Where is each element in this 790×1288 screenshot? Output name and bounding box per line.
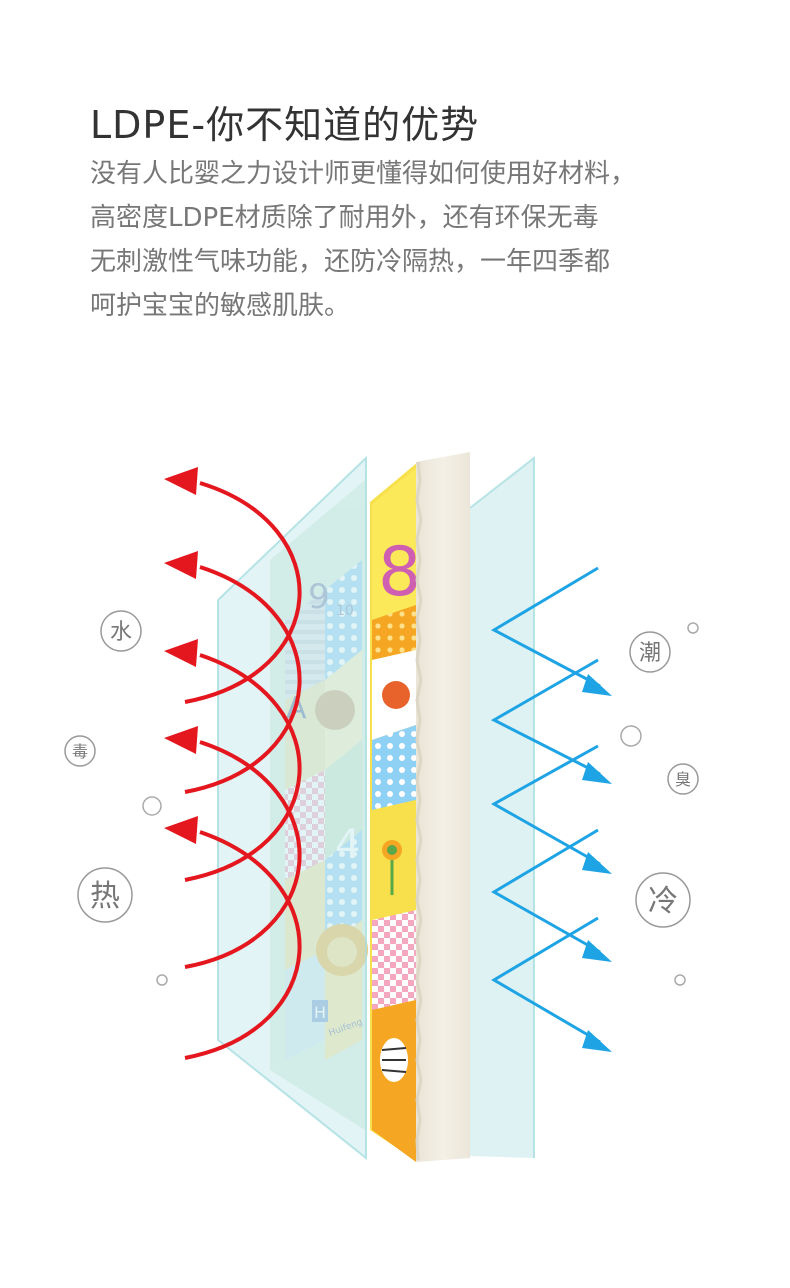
arrowhead — [164, 551, 198, 579]
arrowhead — [164, 467, 198, 495]
heat-arrow — [184, 565, 302, 794]
label-water: 水 — [100, 610, 142, 652]
arrowhead — [582, 674, 612, 696]
bubble — [687, 622, 699, 634]
heat-label: 热 — [90, 879, 120, 914]
bubble — [674, 974, 686, 986]
cold-arrow — [490, 744, 601, 866]
label-poison: 毒 — [64, 735, 96, 767]
page-title: LDPE-你不知道的优势 — [90, 103, 480, 147]
arrowhead — [582, 1030, 612, 1052]
poison-label: 毒 — [72, 742, 88, 761]
back-tile-number: 4 — [335, 822, 360, 868]
damp-label: 潮 — [639, 641, 661, 666]
bubble — [620, 725, 642, 747]
cold-arrow — [491, 916, 601, 1044]
label-damp: 潮 — [629, 631, 671, 673]
cold-arrow — [490, 658, 601, 776]
heat-arrow — [184, 481, 302, 704]
odor-label: 臭 — [675, 770, 691, 789]
back-tile-number: 10 — [336, 603, 354, 619]
label-cold: 冷 — [635, 872, 691, 928]
cold-arrowheads — [582, 674, 612, 1052]
arrowhead — [164, 816, 198, 844]
arrowhead — [582, 762, 612, 784]
bubble — [156, 974, 168, 986]
decorative-bubbles — [142, 622, 699, 986]
description-line: 高密度LDPE材质除了耐用外，还有环保无毒 — [90, 203, 599, 233]
back-tile-letter: H — [314, 1003, 326, 1022]
label-odor: 臭 — [667, 763, 699, 795]
bear-illustration — [315, 690, 355, 730]
bubble — [142, 796, 162, 816]
back-tile-number: 9 — [308, 577, 330, 617]
heat-arrowheads — [164, 467, 198, 844]
description-line: 没有人比婴之力设计师更懂得如何使用好材料， — [90, 159, 637, 189]
description: 没有人比婴之力设计师更懂得如何使用好材料， 高密度LDPE材质除了耐用外，还有环… — [90, 152, 730, 328]
ldpe-layer-illustration: 9 10 A 4 H Huifeng 8 — [0, 440, 790, 1180]
arrowhead — [164, 639, 198, 667]
label-heat: 热 — [77, 867, 133, 923]
description-line: 无刺激性气味功能，还防冷隔热，一年四季都 — [90, 247, 611, 277]
front-tile-number: 8 — [378, 533, 421, 612]
heat-reflection-arrows — [184, 481, 302, 1060]
description-line: 呵护宝宝的敏感肌肤。 — [90, 291, 351, 321]
arrowhead — [164, 726, 198, 754]
ldpe-foam-layer — [415, 452, 470, 1162]
cold-arrow — [491, 828, 601, 954]
cold-label: 冷 — [648, 884, 678, 919]
cold-arrow — [490, 566, 601, 688]
water-label: 水 — [110, 620, 132, 645]
fox-illustration — [382, 681, 410, 709]
arrowhead — [582, 852, 612, 874]
arrowhead — [582, 940, 612, 962]
layer-diagram: 9 10 A 4 H Huifeng 8 — [64, 452, 699, 1162]
cold-blocking-arrows — [490, 566, 601, 1044]
printed-mat-layer: 8 — [370, 462, 421, 1162]
